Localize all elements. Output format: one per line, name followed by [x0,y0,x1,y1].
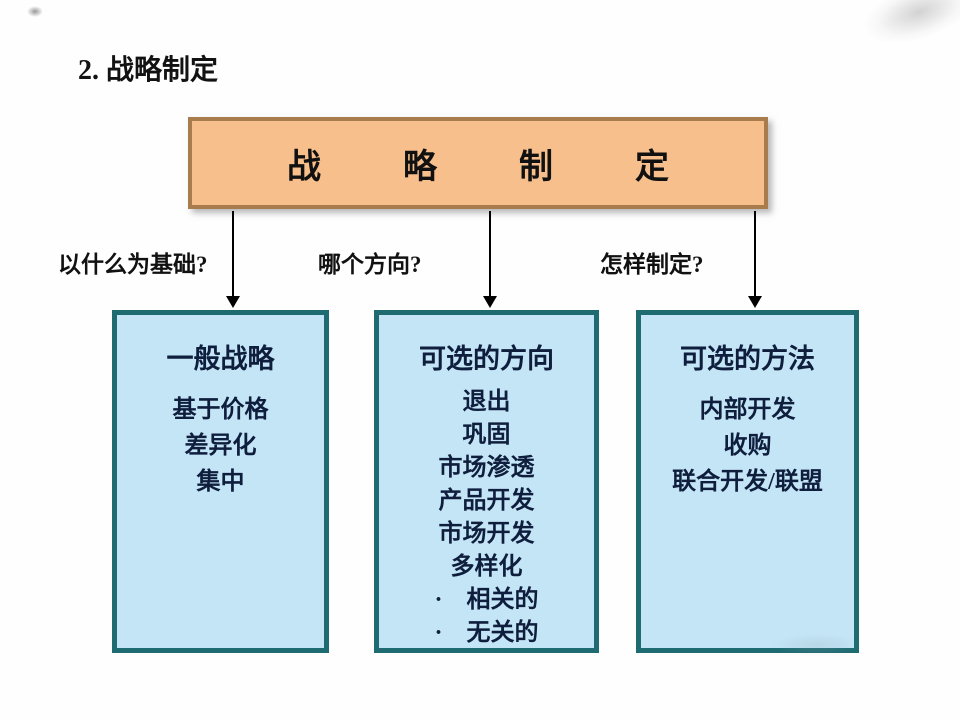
arrow-line [489,211,491,297]
box-item: 产品开发 [438,488,535,514]
box-item: 市场渗透 [438,455,535,481]
box-item: 集中 [196,469,245,495]
question-basis: 以什么为基础? [58,252,208,277]
box-item: 巩固 [462,422,511,448]
box-items: 退出 巩固 市场渗透 产品开发 市场开发 多样化 · 相关的 · 无关的 [379,386,594,650]
faint-watermark-artifact [772,634,862,656]
box-item: · 无关的 [434,620,539,646]
arrow-line [754,211,756,297]
arrow-head-icon [226,296,240,308]
box-item: 收购 [723,433,772,459]
box-title: 可选的方向 [419,344,554,374]
box-item: 基于价格 [172,397,269,423]
box-item: · 相关的 [434,587,539,613]
box-item: 差异化 [184,433,257,459]
down-arrow-direction [483,211,497,308]
arrow-head-icon [483,296,497,308]
down-arrow-basis [226,211,240,308]
box-item: 市场开发 [438,521,535,547]
root-box-label: 战略制定 [287,148,751,186]
box-item: 多样化 [450,554,523,580]
box-optional-methods: 可选的方法 内部开发 收购 联合开发/联盟 [636,310,859,653]
box-title: 可选的方法 [680,344,815,374]
box-optional-directions: 可选的方向 退出 巩固 市场渗透 产品开发 市场开发 多样化 · 相关的 · 无… [374,310,599,653]
box-general-strategy: 一般战略 基于价格 差异化 集中 [112,310,329,653]
scan-artifact-speck [27,6,43,17]
slide-title: 2. 战略制定 [78,55,219,86]
box-item: 内部开发 [699,397,796,423]
question-direction: 哪个方向? [318,252,422,277]
box-title: 一般战略 [166,344,275,374]
question-method: 怎样制定? [600,252,704,277]
arrow-line [232,211,234,297]
arrow-head-icon [748,296,762,308]
box-item: 联合开发/联盟 [672,469,823,495]
scan-artifact-smudge [858,0,960,54]
box-item: 退出 [462,389,511,415]
down-arrow-method [748,211,762,308]
strategy-root-box: 战略制定 [188,117,768,209]
box-items: 内部开发 收购 联合开发/联盟 [641,392,854,500]
box-items: 基于价格 差异化 集中 [117,392,324,500]
